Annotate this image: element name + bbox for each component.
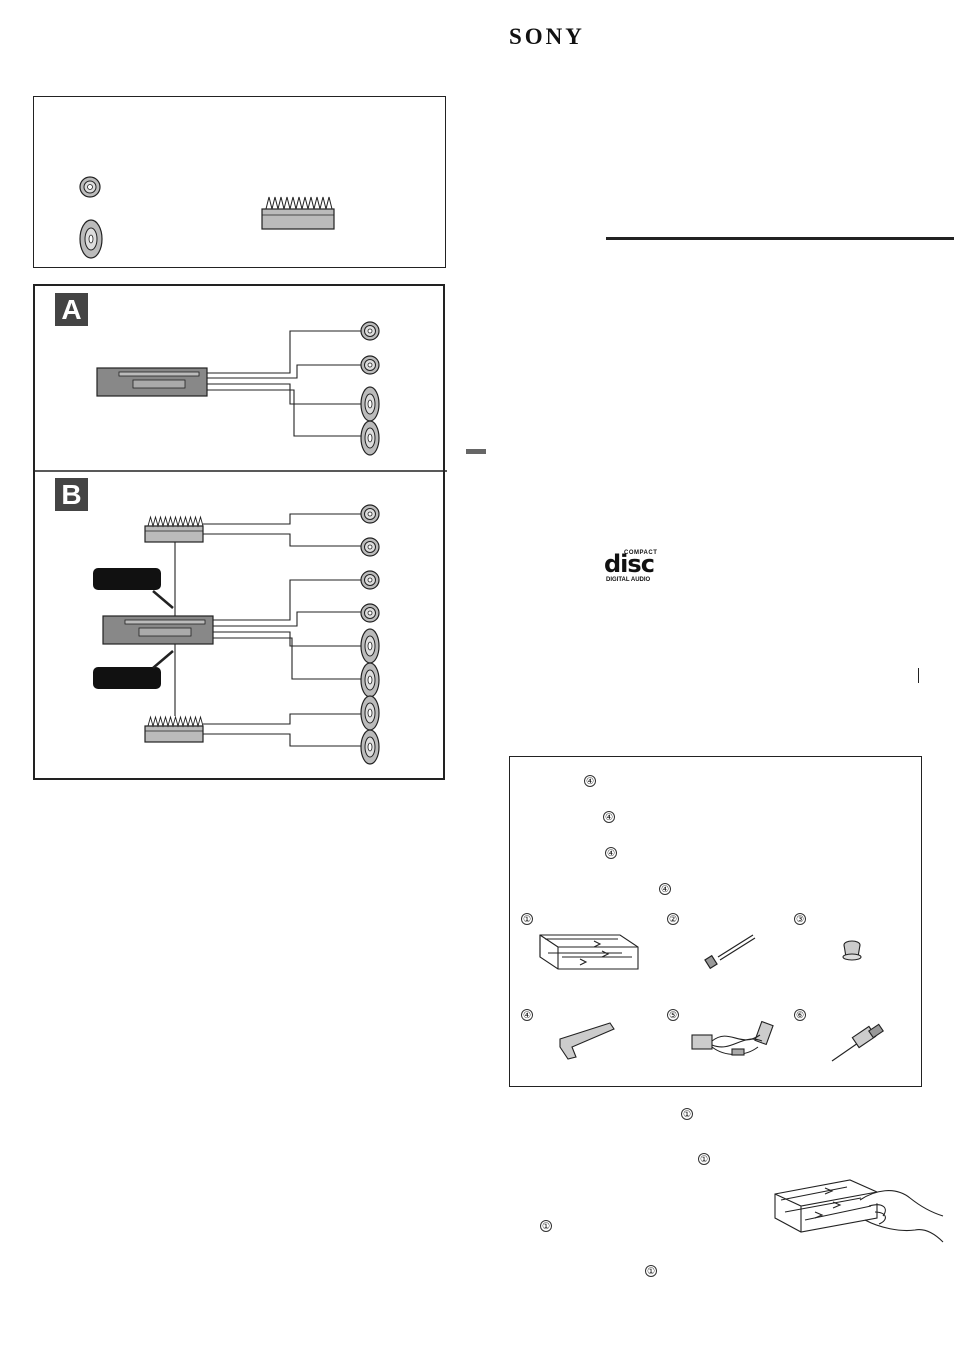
connection-diagram-box: A B: [33, 284, 447, 780]
cd-logo-compact: COMPACT: [624, 550, 658, 556]
b-speaker-8: [360, 729, 380, 765]
parts-list-box: ④ ④ ④ ④ ① ② ③ ④ ⑤ ⑥: [509, 756, 922, 1087]
callout-lower: [93, 667, 161, 689]
install-ref-marker: ①: [645, 1265, 657, 1277]
b-speaker-2: [360, 537, 380, 557]
b-speaker-4: [360, 603, 380, 623]
b-speaker-6: [360, 662, 380, 698]
cd-logo-digital-audio: DIGITAL AUDIO: [606, 577, 651, 583]
amplifier-lower: [144, 716, 204, 743]
rear-left-speaker: [360, 386, 380, 422]
front-right-speaker: [360, 355, 380, 375]
legend-symbols: [79, 176, 335, 259]
install-ref-marker: ①: [681, 1108, 693, 1120]
head-unit-b: [102, 615, 214, 645]
section-b-label: B: [55, 478, 88, 511]
parts-ref-marker: ④: [659, 883, 671, 895]
symbol-legend-box: [33, 96, 446, 268]
release-key-icon: [559, 1022, 615, 1060]
b-speaker-7: [360, 695, 380, 731]
part-number-4: ④: [521, 1009, 533, 1021]
parts-ref-marker: ④: [603, 811, 615, 823]
front-left-speaker: [360, 321, 380, 341]
b-speaker-3: [360, 570, 380, 590]
wiring-harness-icon: [691, 1020, 774, 1056]
install-ref-marker: ①: [698, 1153, 710, 1165]
parts-illustrations: [539, 934, 884, 1062]
part-number-1: ①: [521, 913, 533, 925]
callout-upper: [93, 568, 161, 590]
parts-ref-marker: ④: [584, 775, 596, 787]
part-number-5: ⑤: [667, 1009, 679, 1021]
title-rule: [606, 237, 954, 240]
head-unit-a: [96, 367, 208, 397]
sleeve-removal-illustration: [774, 1179, 944, 1243]
amplifier-icon: [261, 196, 335, 230]
install-ref-marker: ①: [540, 1220, 552, 1232]
antenna-adaptor-icon: [831, 1023, 884, 1062]
parts-ref-marker: ④: [605, 847, 617, 859]
round-speaker-icon: [79, 176, 101, 198]
section-a-label: A: [55, 293, 88, 326]
tab-marker: [466, 449, 486, 454]
part-number-3: ③: [794, 913, 806, 925]
wiring-diagram: [35, 321, 447, 765]
screw-rod-icon: [704, 934, 756, 970]
rubber-cap-icon: [842, 940, 862, 961]
cd-logo-disc: disc: [604, 550, 655, 578]
sony-logo: SONY: [509, 24, 585, 49]
amplifier-upper: [144, 516, 204, 543]
mounting-sleeve-icon: [539, 934, 639, 970]
column-tick: [918, 668, 919, 683]
rear-right-speaker: [360, 420, 380, 456]
part-number-6: ⑥: [794, 1009, 806, 1021]
oval-speaker-icon: [79, 219, 103, 259]
part-number-2: ②: [667, 913, 679, 925]
b-speaker-1: [360, 504, 380, 524]
compact-disc-logo: COMPACT disc DIGITAL AUDIO: [604, 550, 664, 586]
b-speaker-5: [360, 628, 380, 664]
